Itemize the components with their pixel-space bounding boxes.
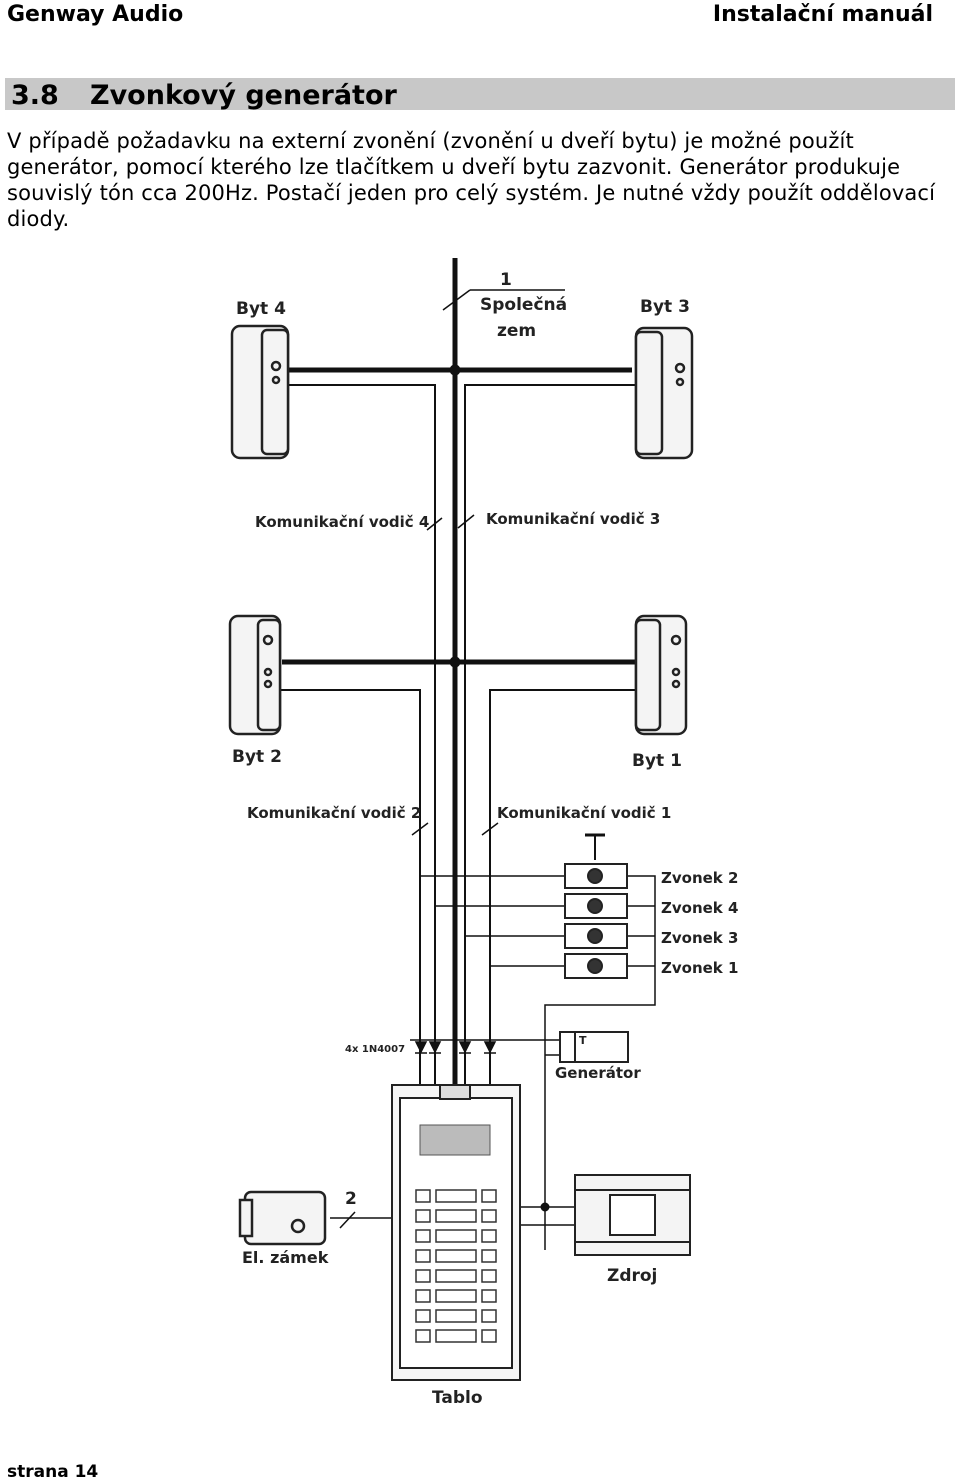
lock-number-label: 2 bbox=[345, 1189, 357, 1209]
ground-label-line1: Společná bbox=[480, 295, 567, 315]
company-name: Genway Audio bbox=[7, 2, 184, 27]
ground-label-line2: zem bbox=[497, 321, 536, 341]
door-panel bbox=[391, 1084, 521, 1381]
generator-pin-label: T bbox=[579, 1034, 587, 1047]
wire2-label: Komunikační vodič 2 bbox=[247, 804, 421, 822]
wire1-label: Komunikační vodič 1 bbox=[497, 804, 671, 822]
section-title: Zvonkový generátor bbox=[90, 80, 397, 111]
generator-label: Generátor bbox=[555, 1064, 641, 1082]
document-title: Instalační manuál bbox=[712, 2, 933, 27]
section-number: 3.8 bbox=[11, 80, 59, 111]
bell4-label: Zvonek 4 bbox=[661, 899, 738, 917]
byt4-label: Byt 4 bbox=[236, 299, 286, 319]
handset-byt2 bbox=[228, 614, 282, 736]
isolation-diodes bbox=[414, 1041, 497, 1054]
wire-1 bbox=[489, 689, 635, 1090]
wire-3 bbox=[464, 384, 635, 1090]
generator-box bbox=[559, 1031, 629, 1063]
byt1-label: Byt 1 bbox=[632, 751, 682, 771]
handset-byt3 bbox=[634, 326, 694, 460]
ground-number-label: 1 bbox=[500, 270, 512, 290]
wire-2 bbox=[280, 689, 421, 1090]
bell1-label: Zvonek 1 bbox=[661, 959, 738, 977]
handset-byt4 bbox=[230, 324, 290, 460]
bell2-label: Zvonek 2 bbox=[661, 869, 738, 887]
wire-4 bbox=[280, 384, 436, 1090]
body-paragraph: V případě požadavku na externí zvonění (… bbox=[7, 129, 936, 231]
lock-label: El. zámek bbox=[242, 1248, 329, 1267]
power-label: Zdroj bbox=[607, 1266, 657, 1286]
electric-lock bbox=[238, 1190, 327, 1246]
ground-tick bbox=[442, 289, 471, 311]
page-number: strana 14 bbox=[7, 1462, 99, 1482]
bell3-label: Zvonek 3 bbox=[661, 929, 738, 947]
handset-byt1 bbox=[634, 614, 688, 736]
wire3-label: Komunikační vodič 3 bbox=[486, 510, 660, 528]
byt2-label: Byt 2 bbox=[232, 747, 282, 767]
bell-buttons bbox=[564, 863, 628, 979]
diodes-label: 4x 1N4007 bbox=[345, 1044, 405, 1055]
panel-label: Tablo bbox=[432, 1388, 483, 1408]
section-heading: 3.8 Zvonkový generátor bbox=[5, 78, 955, 111]
byt3-label: Byt 3 bbox=[640, 297, 690, 317]
power-supply bbox=[574, 1174, 691, 1256]
wire4-label: Komunikační vodič 4 bbox=[255, 513, 429, 531]
